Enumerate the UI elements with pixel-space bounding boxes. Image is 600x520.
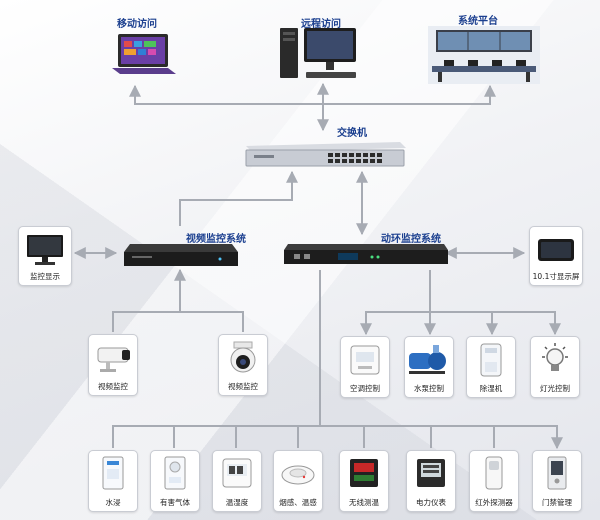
- nvr-icon: [124, 244, 238, 266]
- sensor-card: 红外探测器: [469, 450, 519, 512]
- sensor-card: 温湿度: [212, 450, 262, 512]
- smoke-detector-icon: [281, 465, 315, 485]
- sensor-label: 红外探测器: [475, 498, 513, 507]
- switch-label: 交换机: [337, 128, 367, 139]
- sensor-label: 温湿度: [225, 498, 249, 507]
- dehumidifier-icon: [480, 343, 502, 377]
- sensor-label: 水浸: [105, 498, 121, 507]
- camera-label: 视频监控: [228, 382, 258, 391]
- sensor-label: 无线测温: [349, 498, 379, 507]
- sensor-card: 电力仪表: [406, 450, 456, 512]
- touch-screen-label: 10.1寸显示屏: [532, 272, 580, 281]
- control-label: 水泵控制: [414, 384, 444, 393]
- monitor-display-card: 监控显示: [18, 226, 72, 286]
- camera-card: 视频监控: [218, 334, 268, 396]
- camera-card: 视频监控: [88, 334, 138, 396]
- gas-sensor-icon: [164, 456, 186, 490]
- water-pump-icon: [409, 345, 446, 374]
- touch-screen-card: 10.1寸显示屏: [529, 226, 583, 286]
- dome-camera-icon: [230, 341, 256, 373]
- temp-humidity-sensor-icon: [222, 458, 252, 488]
- infrared-detector-icon: [485, 456, 503, 490]
- control-label: 空调控制: [350, 384, 380, 393]
- top-bus-line: [129, 84, 496, 105]
- control-card: 空调控制: [340, 336, 390, 398]
- sensor-card: 有害气体: [150, 450, 200, 512]
- thermostat-icon: [350, 345, 380, 375]
- sensor-label: 有害气体: [160, 498, 190, 507]
- light-bulb-icon: [542, 343, 568, 371]
- network-switch-icon: [245, 142, 406, 167]
- camera-label: 视频监控: [98, 382, 128, 391]
- control-card: 水泵控制: [404, 336, 454, 398]
- control-room-icon: [428, 26, 540, 84]
- control-label: 灯光控制: [540, 384, 570, 393]
- access-control-icon: [547, 456, 567, 490]
- env-system-label: 动环监控系统: [381, 234, 441, 245]
- video-system-label: 视频监控系统: [186, 234, 246, 245]
- bullet-camera-icon: [97, 347, 130, 372]
- sensor-card: 烟感、温感: [273, 450, 323, 512]
- sensor-card: 门禁管理: [532, 450, 582, 512]
- power-meter-icon: [417, 459, 445, 487]
- system-platform-label: 系统平台: [458, 16, 498, 27]
- control-label: 除湿机: [479, 384, 503, 393]
- sensor-card: 水浸: [88, 450, 138, 512]
- control-card: 除湿机: [466, 336, 516, 398]
- switch-video-link: [179, 170, 298, 226]
- mobile-access-label: 移动访问: [117, 19, 157, 30]
- sensor-label: 电力仪表: [416, 498, 446, 507]
- env-monitor-host-icon: [284, 244, 448, 264]
- desktop-computer-icon: [280, 28, 356, 78]
- touch-panel-icon: [538, 239, 574, 261]
- monitor-display-label: 监控显示: [30, 272, 60, 281]
- water-leak-sensor-icon: [102, 456, 124, 490]
- wireless-temp-meter-icon: [350, 459, 378, 487]
- sensor-card: 无线测温: [339, 450, 389, 512]
- sensor-label: 门禁管理: [542, 498, 572, 507]
- sensor-label: 烟感、温感: [279, 498, 317, 507]
- control-card: 灯光控制: [530, 336, 580, 398]
- tablet-icon: [112, 34, 176, 74]
- monitor-icon: [27, 235, 63, 265]
- remote-access-label: 远程访问: [301, 19, 341, 30]
